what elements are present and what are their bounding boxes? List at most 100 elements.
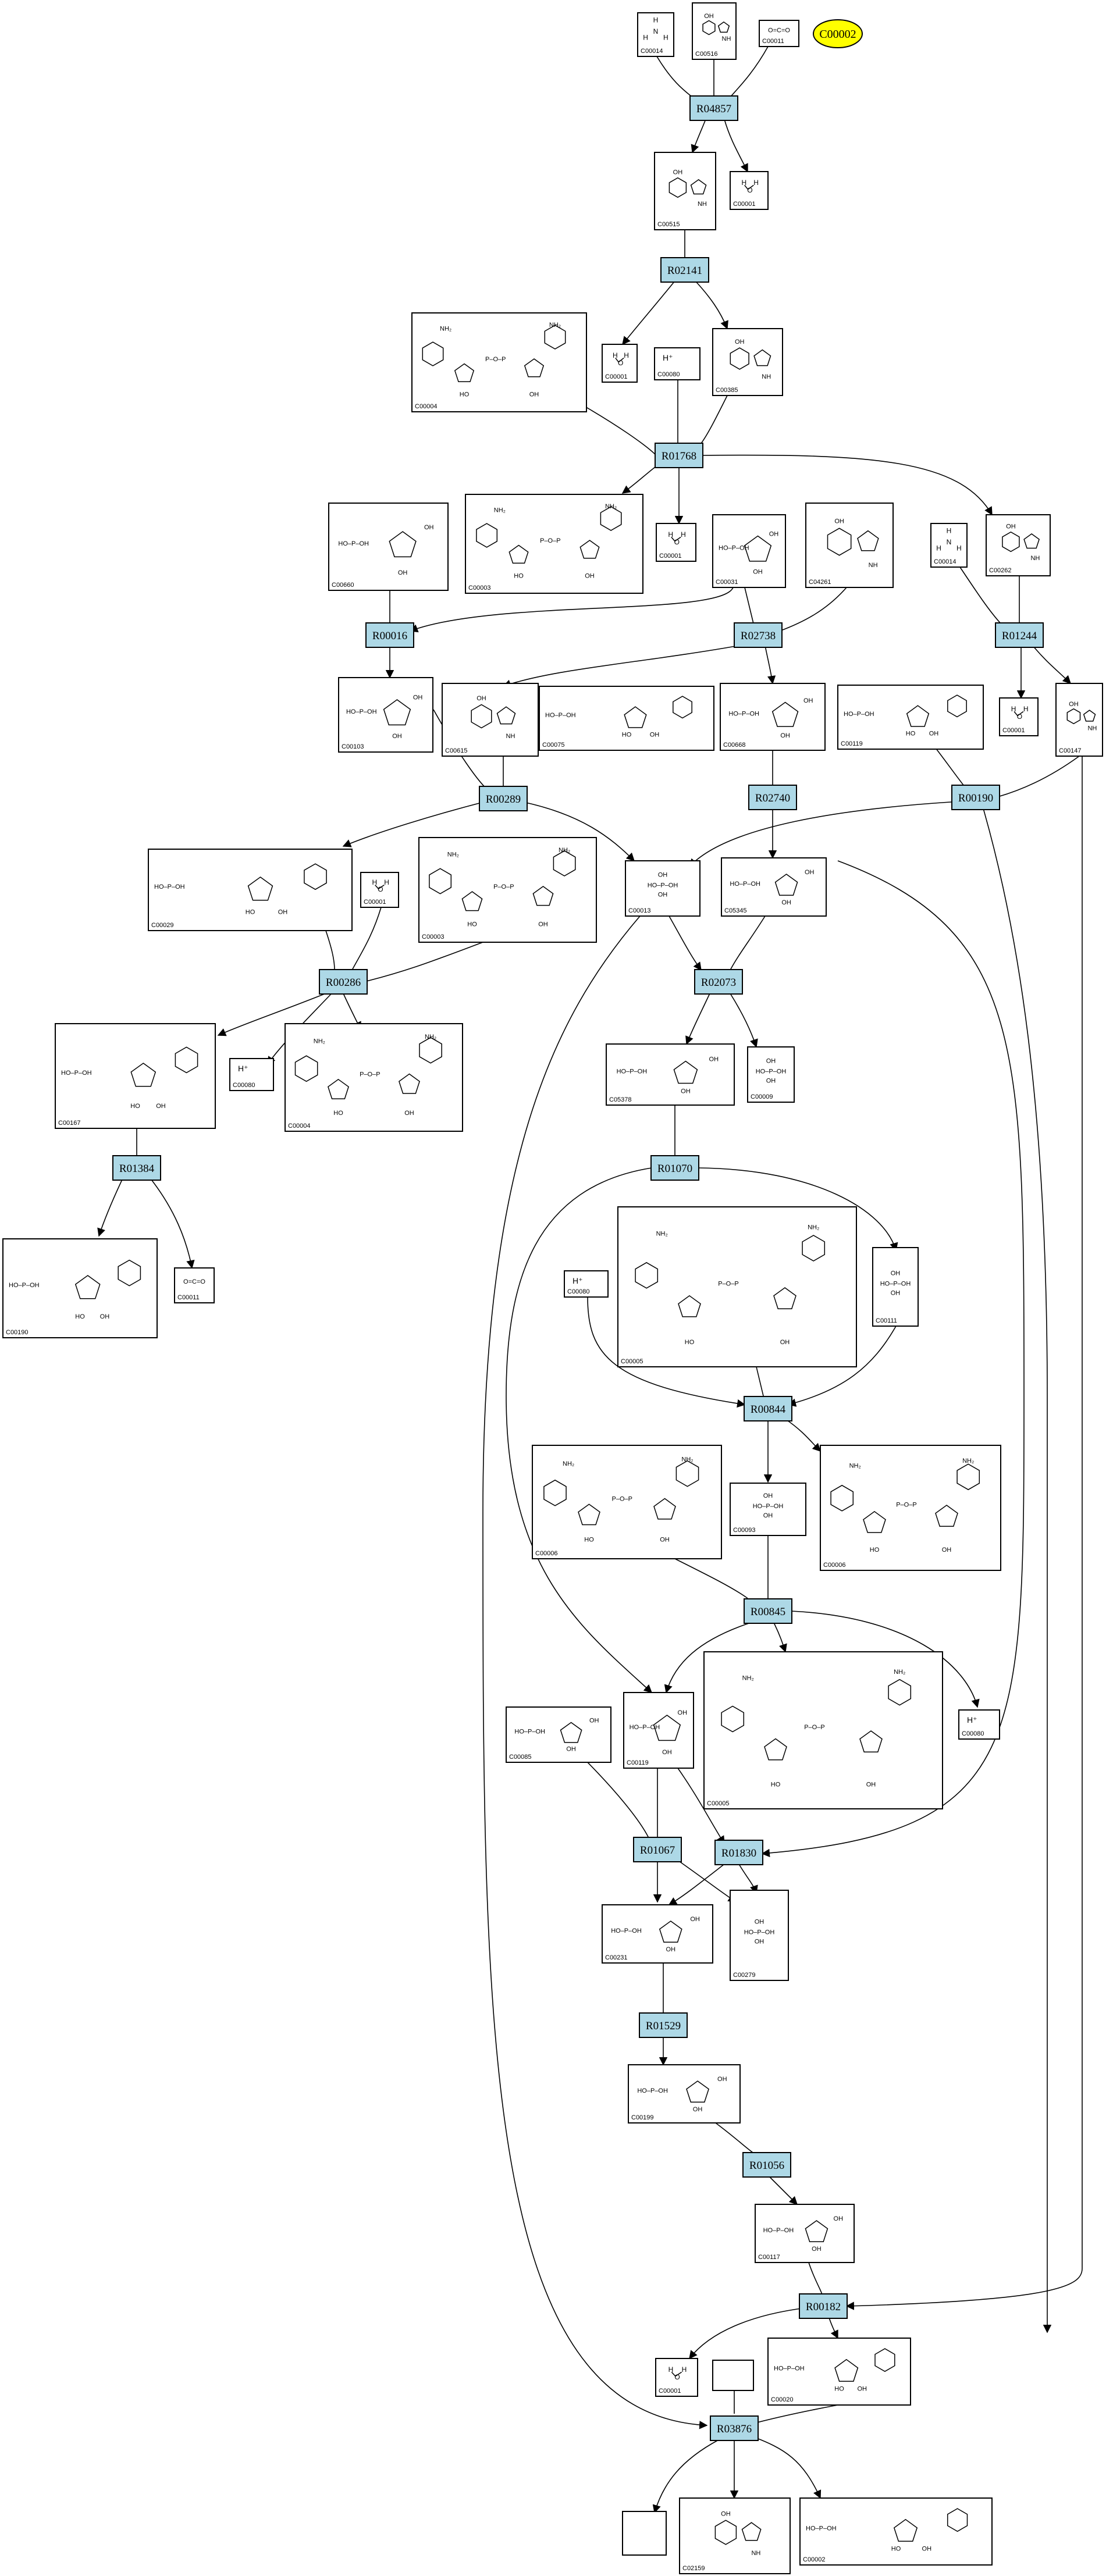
compound-id: C00103 [342,743,364,750]
reaction-node[interactable]: R00016 [365,622,414,648]
reaction-node[interactable]: R01244 [995,622,1044,648]
reaction-id: R02738 [741,630,776,642]
oh-label: OH [589,1717,599,1724]
compound-node[interactable]: H⁺C00080 [958,1709,1000,1740]
reaction-node[interactable]: R01056 [742,2152,791,2178]
reaction-node[interactable]: R01830 [714,1840,763,1865]
compound-node[interactable]: H⁺C00080 [564,1270,609,1298]
ho-label: HO [685,1339,695,1346]
compound-id: C00516 [695,51,718,58]
edge-r2141-c385 [695,280,728,330]
oh-label: OH [398,569,408,576]
ho-label: HO [514,573,524,580]
reaction-node[interactable]: R01067 [633,1837,682,1862]
reaction-node[interactable]: R00844 [744,1396,792,1421]
edge-c14a-r4857 [656,56,693,98]
reaction-node[interactable]: R00286 [319,969,368,995]
phosphate-label: HO–P–OH [648,882,678,889]
compound-box [656,523,696,562]
reaction-node[interactable]: R00182 [799,2293,848,2319]
reaction-node[interactable]: R01529 [639,2012,688,2038]
compound-id: C00005 [707,1800,730,1807]
reaction-node[interactable]: R02740 [748,785,797,810]
reaction-node[interactable]: R01070 [650,1155,699,1181]
compound-id: C00080 [657,371,680,378]
base-ring [175,1046,198,1074]
blank-compound-box[interactable] [622,2511,667,2556]
reaction-node[interactable]: R04857 [689,95,738,121]
compound-box [564,1270,609,1298]
reaction-node[interactable]: R02073 [694,969,743,995]
ribose-ring [906,705,930,727]
reaction-node[interactable]: R02141 [660,257,709,283]
blank-compound-box[interactable] [712,2360,754,2391]
phosphate-label: HO–P–OH [617,1068,648,1075]
oh-label: OH [681,1088,691,1095]
adenine-ring [802,1235,826,1262]
compound-box [411,312,587,412]
reaction-node[interactable]: R01384 [112,1155,161,1181]
reaction-node[interactable]: R00190 [951,785,1000,810]
reaction-node[interactable]: R01768 [655,443,703,468]
reaction-node[interactable]: R03876 [710,2415,759,2441]
reaction-node[interactable]: R00845 [744,1598,792,1624]
compound-node[interactable]: H⁺C00080 [654,347,700,380]
compound-node[interactable]: H⁺C00080 [229,1058,274,1091]
ho-label: HO [467,921,477,928]
highlighted-compound[interactable]: C00002 [813,19,863,48]
edge-r2738-c668 [764,645,776,685]
compound-id: C00231 [605,1954,628,1961]
reaction-node[interactable]: R02738 [734,622,783,648]
reaction-node[interactable]: R00289 [479,786,528,811]
